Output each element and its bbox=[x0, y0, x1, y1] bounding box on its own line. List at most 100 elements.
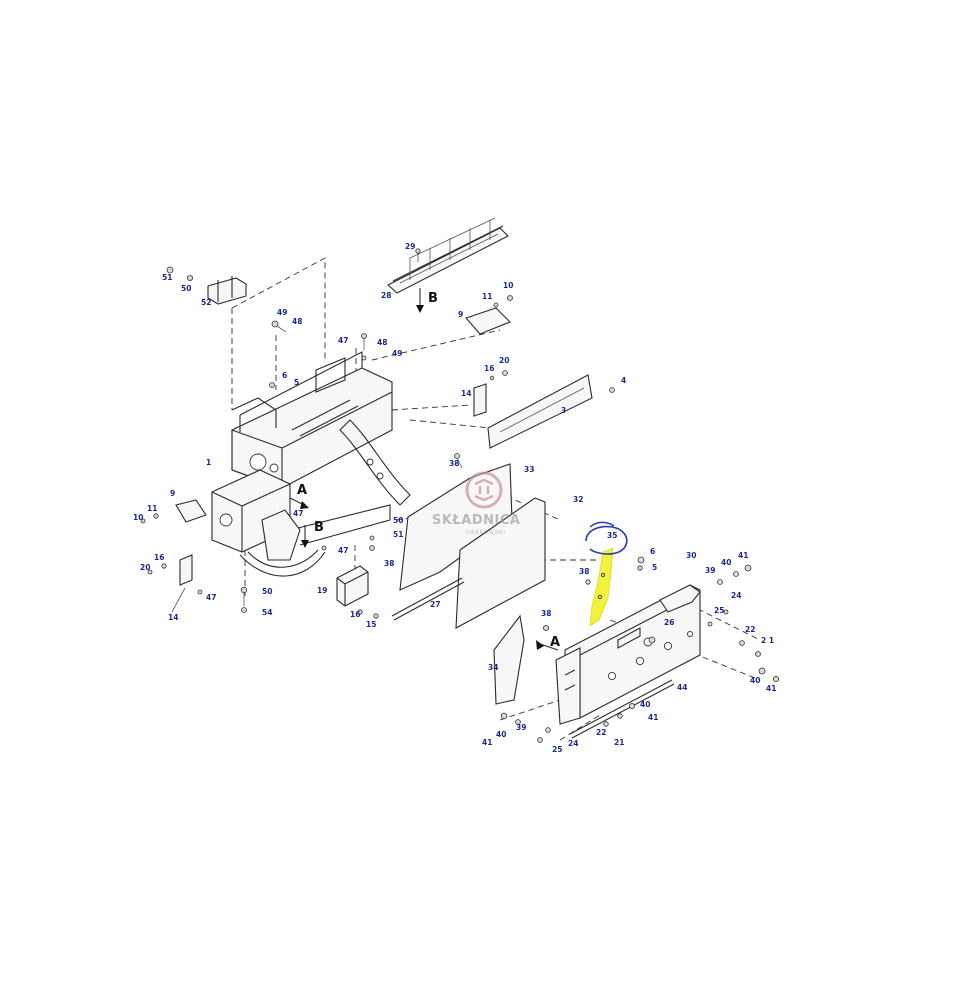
callout-c24b: 24 bbox=[568, 739, 578, 748]
watermark-logo: SKŁADNICA DĄBROWSKI bbox=[432, 471, 520, 536]
view-marker-mA1: A bbox=[297, 483, 307, 498]
highlight-circle-35 bbox=[585, 525, 628, 555]
callout-c34: 34 bbox=[488, 663, 498, 672]
view-arrow-a-lower-head bbox=[536, 640, 544, 650]
callout-c9a: 9 bbox=[458, 310, 463, 319]
view-markers: A B B A bbox=[297, 291, 560, 650]
callout-c20b: 20 bbox=[140, 563, 150, 572]
watermark-subtitle: DĄBROWSKI bbox=[466, 530, 506, 536]
callout-c38c: 38 bbox=[579, 567, 589, 576]
callout-c16b: 16 bbox=[154, 553, 164, 562]
cover-part-9-top bbox=[465, 295, 513, 335]
callout-c24a: 24 bbox=[731, 591, 741, 600]
callout-c16c: 16 bbox=[350, 610, 360, 619]
callout-c29: 29 bbox=[405, 242, 415, 251]
callout-c49a: 49 bbox=[277, 308, 287, 317]
strip-part-44 bbox=[569, 679, 675, 739]
callout-c21a: 2 1 bbox=[761, 636, 774, 645]
callout-c15: 15 bbox=[366, 620, 376, 629]
bolt-29 bbox=[415, 248, 421, 262]
callout-c6b: 6 bbox=[650, 547, 655, 556]
highlighted-part-35 bbox=[589, 547, 614, 627]
callout-c39b: 39 bbox=[516, 723, 526, 732]
callout-c47c: 47 bbox=[338, 546, 348, 555]
callout-c41b: 41 bbox=[766, 684, 776, 693]
callout-c47a: 47 bbox=[338, 336, 348, 345]
highlight-circle-tail bbox=[589, 521, 615, 528]
callout-c11a: 11 bbox=[482, 292, 492, 301]
callout-c41d: 41 bbox=[482, 738, 492, 747]
callout-c47b: 47 bbox=[293, 509, 303, 518]
right-fasteners bbox=[500, 556, 780, 743]
view-arrow-b-lower-head bbox=[301, 540, 309, 548]
callout-c51a: 51 bbox=[162, 273, 172, 282]
callout-c26: 26 bbox=[664, 618, 674, 627]
callout-c14a: 14 bbox=[461, 389, 471, 398]
callout-c44: 44 bbox=[677, 683, 687, 692]
callout-c51b: 51 bbox=[393, 530, 403, 539]
callout-c22a: 22 bbox=[745, 625, 755, 634]
callout-c52: 52 bbox=[201, 298, 211, 307]
callout-c9b: 9 bbox=[170, 489, 175, 498]
view-arrow-a-upper-head bbox=[300, 501, 309, 509]
callout-c50a: 50 bbox=[181, 284, 191, 293]
box-part-19 bbox=[336, 565, 379, 619]
callout-c20a: 20 bbox=[499, 356, 509, 365]
callout-c40c: 40 bbox=[640, 700, 650, 709]
part-35-hole bbox=[598, 595, 602, 599]
callout-c48a: 48 bbox=[292, 317, 302, 326]
callout-c39a: 39 bbox=[705, 566, 715, 575]
callout-c32: 32 bbox=[573, 495, 583, 504]
callout-c41a: 41 bbox=[738, 551, 748, 560]
callout-c6a: 6 bbox=[282, 371, 287, 380]
part-35-hole bbox=[601, 573, 605, 577]
view-arrow-b-head bbox=[416, 305, 424, 313]
callout-c38d: 38 bbox=[541, 609, 551, 618]
callout-c47d: 47 bbox=[206, 593, 216, 602]
callout-c41c: 41 bbox=[648, 713, 658, 722]
callout-c38a: 38 bbox=[449, 459, 459, 468]
callout-c28: 28 bbox=[381, 291, 391, 300]
callout-c14b: 14 bbox=[168, 613, 178, 622]
callout-c27: 27 bbox=[430, 600, 440, 609]
callout-c5a: 5 bbox=[294, 378, 299, 387]
view-marker-mB1: B bbox=[314, 520, 324, 535]
callout-c40b: 40 bbox=[750, 676, 760, 685]
callout-c38b: 38 bbox=[384, 559, 394, 568]
main-frame-part-1 bbox=[211, 351, 411, 577]
callout-c1: 1 bbox=[206, 458, 211, 467]
callout-c4: 4 bbox=[621, 376, 626, 385]
view-arrow-a-lower bbox=[539, 643, 559, 651]
cover-part-9-left bbox=[140, 499, 207, 524]
callout-c11b: 11 bbox=[147, 504, 157, 513]
callout-c33: 33 bbox=[524, 465, 534, 474]
top-rail-part-28 bbox=[387, 217, 509, 294]
callout-c48b: 48 bbox=[377, 338, 387, 347]
callout-c30: 30 bbox=[686, 551, 696, 560]
view-marker-mB2: B bbox=[428, 291, 438, 306]
callout-c10b: 10 bbox=[133, 513, 143, 522]
callout-c54: 54 bbox=[262, 608, 272, 617]
view-marker-mA2: A bbox=[550, 635, 560, 650]
bracket-part-14-top bbox=[473, 370, 508, 417]
callout-c25a: 25 bbox=[714, 606, 724, 615]
callout-c35: 35 bbox=[607, 531, 617, 540]
callout-c19: 19 bbox=[317, 586, 327, 595]
side-panel-part-30 bbox=[555, 584, 701, 725]
frame-bolts bbox=[197, 320, 375, 613]
callout-c21b: 21 bbox=[614, 738, 624, 747]
watermark-title: SKŁADNICA bbox=[432, 513, 520, 528]
callout-c10a: 10 bbox=[503, 281, 513, 290]
strip-part-3 bbox=[487, 374, 615, 449]
callout-c40a: 40 bbox=[721, 558, 731, 567]
callout-c5b: 5 bbox=[652, 563, 657, 572]
callout-c50c: 50 bbox=[262, 587, 272, 596]
panel-part-32 bbox=[455, 497, 546, 629]
callout-c16a: 16 bbox=[484, 364, 494, 373]
callout-c40d: 40 bbox=[496, 730, 506, 739]
callout-c22b: 22 bbox=[596, 728, 606, 737]
strip-part-27 bbox=[391, 577, 465, 621]
callout-c50b: 50 bbox=[393, 516, 403, 525]
callout-c25b: 25 bbox=[552, 745, 562, 754]
